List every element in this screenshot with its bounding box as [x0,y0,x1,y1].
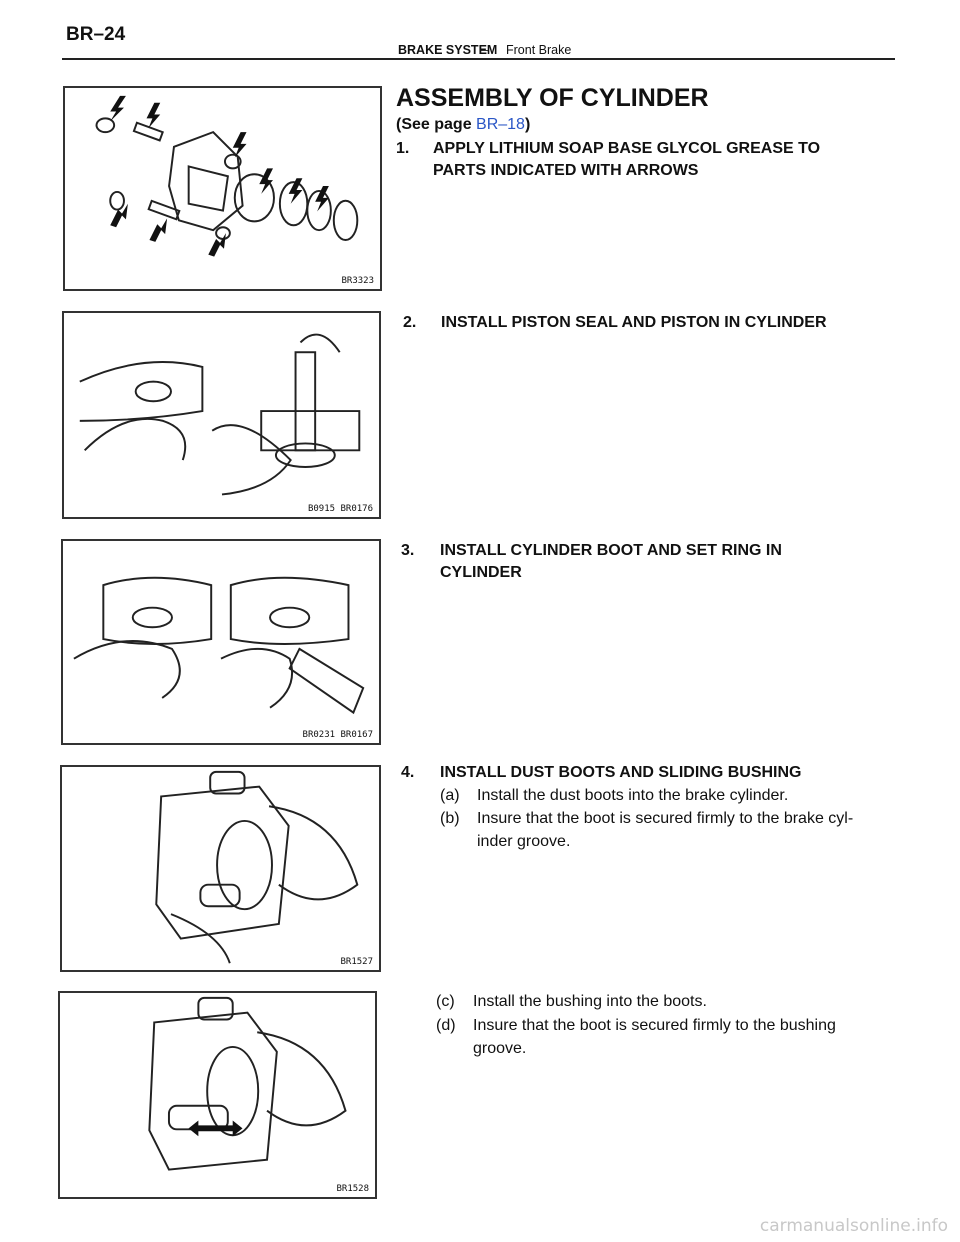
step-1-line2: PARTS INDICATED WITH ARROWS [433,162,699,179]
step-3-line2: CYLINDER [440,564,522,581]
caliper-exploded-illustration [95,95,359,257]
watermark: carmanualsonline.info [759,1216,948,1236]
page-title: ASSEMBLY OF CYLINDER [396,84,709,112]
figure-bushing-install: BR1528 [58,991,377,1199]
figure-code: BR3323 [341,276,374,286]
header-section: BRAKE SYSTEM [398,43,498,57]
boot-install-illustration [73,576,365,715]
substep-b-text-cont: inder groove. [477,833,571,850]
step-2-line1: INSTALL PISTON SEAL AND PISTON IN CYLIND… [441,314,827,331]
header-separator: – [481,43,488,57]
step-4-number: 4. [401,764,415,781]
step-1-number: 1. [396,140,410,157]
substep-c-label: (c) [436,993,455,1010]
figure-code: BR1528 [336,1184,369,1194]
step-3-line1: INSTALL CYLINDER BOOT AND SET RING IN [440,542,782,559]
figure-dust-boots: BR1527 [60,765,381,972]
piston-install-illustration [79,333,361,496]
step-3-number: 3. [401,542,415,559]
header-subsection: Front Brake [506,43,572,57]
substep-a-label: (a) [440,787,460,804]
header-rule [62,58,895,60]
figure-code: B0915 BR0176 [307,504,373,514]
substep-d-text: Insure that the boot is secured firmly t… [473,1017,836,1034]
bushing-install-illustration [148,996,347,1171]
step-2-number: 2. [403,314,417,331]
double-arrow-icon [188,1120,243,1137]
substep-c-text: Install the bushing into the boots. [473,993,707,1010]
substep-d-text-cont: groove. [473,1040,527,1057]
page-number: BR–24 [66,24,126,45]
figure-code: BR1527 [340,957,373,967]
page-link[interactable]: BR–18 [476,116,525,133]
figure-code: BR0231 BR0167 [302,730,373,740]
dust-boots-illustration [155,770,359,964]
substep-b-label: (b) [440,810,460,827]
figure-boot-install: BR0231 BR0167 [61,539,381,745]
see-page-reference: (See page BR–18) [396,116,531,133]
step-1-line1: APPLY LITHIUM SOAP BASE GLYCOL GREASE TO [433,140,821,157]
figure-piston-install: B0915 BR0176 [62,311,381,519]
figure-grease-parts: BR3323 [63,86,382,291]
substep-a-text: Install the dust boots into the brake cy… [477,787,789,804]
substep-d-label: (d) [436,1017,456,1034]
substep-b-text: Insure that the boot is secured firmly t… [477,810,854,827]
step-4-line1: INSTALL DUST BOOTS AND SLIDING BUSHING [440,764,802,781]
